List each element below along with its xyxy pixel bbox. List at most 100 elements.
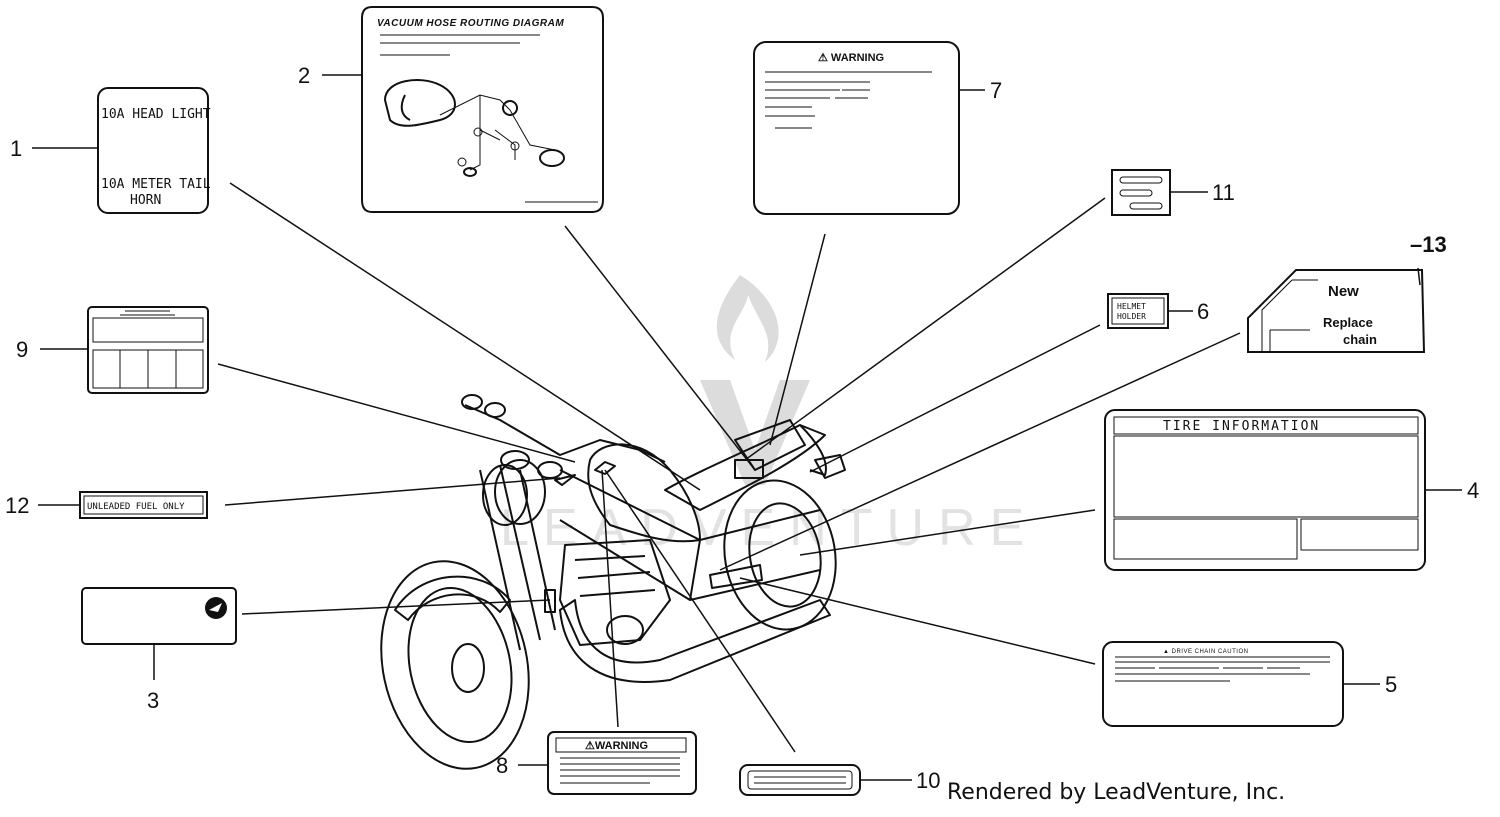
tire-title-box <box>1113 416 1419 435</box>
label-helmet-part-6: HELMET HOLDER 6 <box>1107 293 1209 329</box>
tail-light <box>814 454 846 479</box>
chain13-replace-text: Replace <box>1323 315 1373 330</box>
tail-section <box>799 424 827 476</box>
vacuum-joint-3 <box>457 157 467 167</box>
label-fuse-part-1: 10A HEAD LIGHT 10A METER TAIL HORN 1 <box>10 87 211 214</box>
fuse-label-line3: HORN <box>130 193 161 208</box>
vacuum-valve-1 <box>502 100 518 116</box>
leader-2 <box>564 225 756 471</box>
wing-mark-icon <box>209 603 222 612</box>
motorcycle-illustration <box>380 394 846 770</box>
leader-8 <box>601 469 619 728</box>
leader-3 <box>241 599 551 615</box>
helmet-label-line1: HELMET <box>1117 302 1146 311</box>
callout-number-10: 10 <box>916 768 940 793</box>
vacuum-joint-2 <box>510 141 520 151</box>
vacuum-valve-2 <box>539 149 565 167</box>
part3-label-frame <box>81 587 237 645</box>
leader-7 <box>769 233 826 446</box>
label-chain-part-13: New Replace chain –13 <box>1247 232 1447 353</box>
callout-number-13: –13 <box>1410 232 1447 257</box>
label-plate-part-10: 10 <box>739 764 940 796</box>
leader-10 <box>604 469 796 753</box>
right-grip <box>484 402 506 418</box>
part10-inner-box <box>747 770 853 790</box>
front-forks <box>479 464 556 651</box>
rendered-by-footer: Rendered by LeadVenture, Inc. <box>947 780 1286 805</box>
warning7-label-title: ⚠ WARNING <box>818 52 884 64</box>
warning8-title-box <box>555 737 687 753</box>
callout-number-6: 6 <box>1197 299 1209 324</box>
callout-number-7: 7 <box>990 78 1002 103</box>
frame-rails <box>559 469 821 601</box>
part9-header-box <box>92 317 204 343</box>
warning7-label-frame <box>753 41 960 215</box>
tire-lower-right-panel <box>1300 518 1419 551</box>
leader-13 <box>719 332 1241 571</box>
front-fender <box>394 575 511 621</box>
watermark-text: LEADVENTURE <box>500 499 1038 557</box>
helmet-label-outer <box>1107 293 1169 329</box>
front-rim <box>407 586 513 744</box>
warning8-label-title: ⚠WARNING <box>585 740 648 752</box>
callout-number-8: 8 <box>496 753 508 778</box>
helmet-label-line2: HOLDER <box>1117 312 1146 321</box>
callout-number-12: 12 <box>5 493 29 518</box>
helmet-label-inner <box>1111 297 1165 325</box>
engine-block <box>559 539 671 646</box>
label-warning-part-7: ⚠ WARNING 7 <box>753 41 1002 215</box>
tire-main-panel <box>1113 435 1419 518</box>
rear-tire <box>723 479 837 631</box>
fuse-label-frame <box>97 87 209 214</box>
label-small-part-11: 11 <box>1111 169 1235 216</box>
part11-bar-3 <box>1129 202 1163 210</box>
tire-lower-left-panel <box>1113 518 1298 560</box>
leader-4 <box>799 509 1096 556</box>
vacuum-tank-detail <box>400 94 411 121</box>
part11-bar-2 <box>1119 189 1153 197</box>
leader-lines <box>217 182 1241 753</box>
label-grid-part-9: 9 <box>16 306 209 394</box>
fuel-label-text: UNLEADED FUEL ONLY <box>87 502 185 512</box>
steering-label <box>594 461 616 475</box>
drive-label-title: ▲ DRIVE CHAIN CAUTION <box>1163 649 1248 655</box>
vacuum-tank-sketch <box>384 79 456 127</box>
callout-number-1: 1 <box>10 136 22 161</box>
chain13-chain-text: chain <box>1343 332 1377 347</box>
front-hub <box>451 643 485 693</box>
headlight-shell <box>494 459 546 525</box>
leader-1 <box>229 182 701 491</box>
fuel-label-inner <box>83 495 204 515</box>
callout-number-9: 9 <box>16 337 28 362</box>
turn-signal-right <box>537 461 563 479</box>
left-mirror <box>461 394 483 410</box>
label-warning-part-8: ⚠WARNING 8 <box>496 731 697 795</box>
handlebar <box>464 404 666 463</box>
leader-12 <box>224 477 561 506</box>
callout-number-11: 11 <box>1212 180 1235 205</box>
chain13-label-frame <box>1247 269 1426 353</box>
seat <box>664 424 826 511</box>
v-watermark-icon <box>700 380 810 485</box>
part11-bar-1 <box>1119 176 1163 184</box>
chain13-new-text: New <box>1328 283 1359 300</box>
label-drive-chain-part-5: ▲ DRIVE CHAIN CAUTION 5 <box>1102 641 1397 727</box>
warning8-label-frame <box>547 731 697 795</box>
label-tire-part-4: TIRE INFORMATION 4 <box>1104 409 1479 571</box>
leadventure-watermark: LEADVENTURE <box>500 275 1038 557</box>
leader-11 <box>744 197 1106 461</box>
fuse-label-line1: 10A HEAD LIGHT <box>101 107 211 122</box>
flame-watermark-icon <box>716 275 779 362</box>
vacuum-label-frame <box>361 6 604 213</box>
leader-5 <box>739 577 1096 665</box>
callout-number-4: 4 <box>1467 478 1479 503</box>
leader-6 <box>809 324 1101 473</box>
frame-label-plate <box>544 589 556 613</box>
label-vacuum-part-2: VACUUM HOSE ROUTING DIAGRAM 2 <box>298 6 604 213</box>
callout-number-2: 2 <box>298 63 310 88</box>
seat-label-plate <box>734 459 764 479</box>
chain13-wear-indicator <box>1261 279 1318 352</box>
leader-9 <box>217 363 576 463</box>
vacuum-hose-lines <box>439 94 556 171</box>
